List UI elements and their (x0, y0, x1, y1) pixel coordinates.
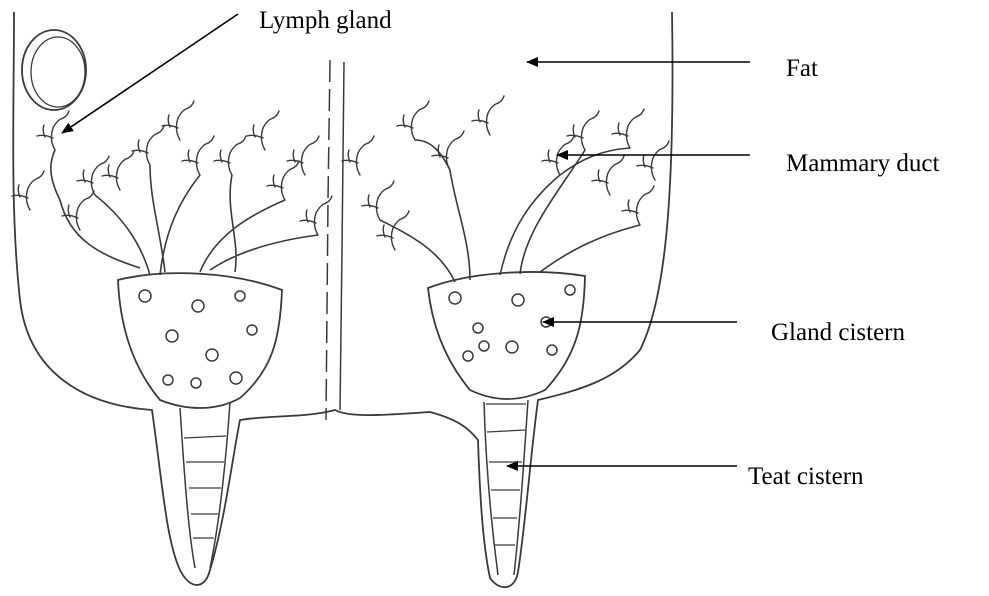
lymph-gland-label: Lymph gland (259, 8, 392, 33)
mammary-duct-label: Mammary duct (786, 151, 939, 176)
gland-cistern-label: Gland cistern (771, 320, 905, 342)
right-mammary-ducts (342, 96, 669, 282)
left-gland-cistern (118, 273, 282, 408)
lymph-gland-shape (22, 30, 86, 110)
median-septum-left (326, 60, 330, 420)
teat-cistern-label: Teat cistern (748, 464, 864, 485)
right-gland-cistern (428, 272, 585, 399)
left-mammary-ducts (12, 101, 332, 275)
median-septum-right (340, 62, 344, 410)
lymph-gland-arrow (62, 14, 238, 133)
fat-label: Fat (786, 56, 818, 76)
left-teat-cistern (180, 402, 230, 568)
